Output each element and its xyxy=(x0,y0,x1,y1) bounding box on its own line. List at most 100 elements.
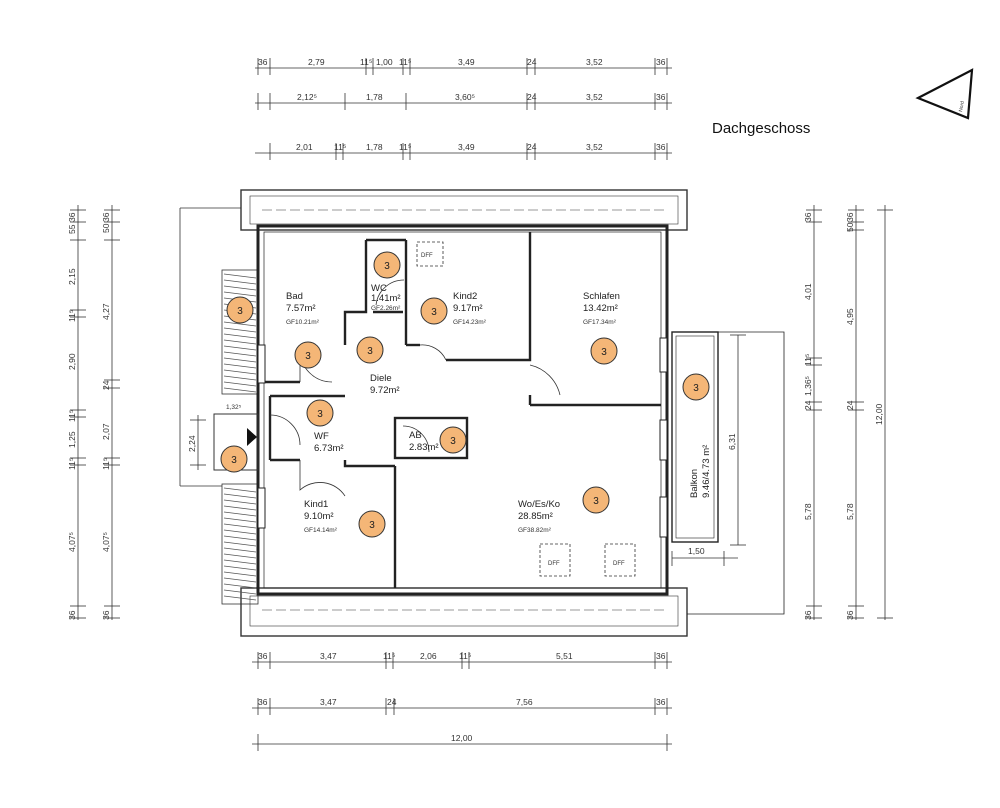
stair-tread xyxy=(223,565,257,571)
outer-walls xyxy=(256,224,669,596)
svg-text:2,90: 2,90 xyxy=(67,353,77,370)
svg-text:11⁵: 11⁵ xyxy=(67,310,77,322)
stair-tread xyxy=(223,505,257,511)
stair-tread xyxy=(223,529,257,535)
svg-text:3: 3 xyxy=(431,307,437,318)
marker-diele: 3 xyxy=(356,336,384,364)
stair-tread xyxy=(223,333,257,339)
svg-text:5,78: 5,78 xyxy=(803,503,813,520)
svg-text:36: 36 xyxy=(67,610,77,620)
svg-text:36: 36 xyxy=(258,57,268,67)
svg-text:11⁵: 11⁵ xyxy=(334,142,346,152)
svg-text:1,78: 1,78 xyxy=(366,142,383,152)
room-schlafen-area: 13.42m² xyxy=(583,303,618,314)
svg-text:3: 3 xyxy=(593,496,599,507)
svg-text:11⁵: 11⁵ xyxy=(101,458,111,470)
svg-text:36: 36 xyxy=(258,697,268,707)
svg-text:3,49: 3,49 xyxy=(458,142,475,152)
room-wc-name: WC xyxy=(371,283,387,294)
dimension-labels-left: 36 55 2,15 11⁵ 2,90 11⁵ 1,25 11⁵ 4,07⁵ 3… xyxy=(67,212,242,620)
stair-tread xyxy=(223,345,257,351)
svg-text:24: 24 xyxy=(803,400,813,410)
svg-text:3: 3 xyxy=(693,383,699,394)
svg-text:50: 50 xyxy=(845,222,855,232)
stair-tread xyxy=(223,577,257,583)
svg-text:11⁵: 11⁵ xyxy=(399,142,411,152)
marker-balkon: 3 xyxy=(682,373,710,401)
svg-text:3,52: 3,52 xyxy=(586,57,603,67)
marker-bad: 3 xyxy=(226,296,254,324)
skylights xyxy=(416,241,636,577)
svg-text:2,06: 2,06 xyxy=(420,651,437,661)
marker-ab: 3 xyxy=(439,426,467,454)
svg-text:4,95: 4,95 xyxy=(845,308,855,325)
svg-text:11⁵: 11⁵ xyxy=(803,354,813,366)
stair-tread xyxy=(223,517,257,523)
svg-text:4,07⁵: 4,07⁵ xyxy=(101,532,111,552)
room-wo-area: 28.85m² xyxy=(518,511,553,522)
svg-text:2,15: 2,15 xyxy=(67,268,77,285)
svg-text:11⁵: 11⁵ xyxy=(360,57,372,67)
balcony xyxy=(671,331,785,615)
svg-text:1,78: 1,78 xyxy=(366,92,383,102)
stair-tread xyxy=(223,511,257,517)
svg-text:11⁵: 11⁵ xyxy=(399,57,411,67)
stair-tread xyxy=(223,535,257,541)
room-bad-gf: GF10.21m² xyxy=(286,319,320,326)
svg-text:36: 36 xyxy=(101,212,111,222)
svg-text:3: 3 xyxy=(231,455,237,466)
room-bad-area: 7.57m² xyxy=(286,303,316,314)
marker-entrance: 3 xyxy=(220,445,248,473)
svg-text:36: 36 xyxy=(656,697,666,707)
svg-text:5,51: 5,51 xyxy=(556,651,573,661)
room-kind2-gf: GF14.23m² xyxy=(453,319,487,326)
svg-text:36: 36 xyxy=(845,212,855,222)
room-ab-area: 2.83m² xyxy=(409,442,439,453)
svg-text:1,00: 1,00 xyxy=(376,57,393,67)
svg-text:3: 3 xyxy=(305,351,311,362)
stair-tread xyxy=(223,387,257,393)
stair-tread xyxy=(223,339,257,345)
stair-tread xyxy=(223,327,257,333)
stair-hatching xyxy=(223,273,257,601)
svg-text:55: 55 xyxy=(67,224,77,234)
room-kind1-gf: GF14.14m² xyxy=(304,527,338,534)
svg-text:3,47: 3,47 xyxy=(320,697,337,707)
marker-wf: 3 xyxy=(306,399,334,427)
stair-tread xyxy=(223,547,257,553)
stair-tread xyxy=(223,541,257,547)
svg-text:2,07: 2,07 xyxy=(101,423,111,440)
svg-text:12,00: 12,00 xyxy=(451,733,473,743)
stair-tread xyxy=(223,375,257,381)
svg-text:3,52: 3,52 xyxy=(586,142,603,152)
room-kind1-area: 9.10m² xyxy=(304,511,334,522)
room-wf-area: 6.73m² xyxy=(314,443,344,454)
room-schlafen-gf: GF17.34m² xyxy=(583,319,617,326)
svg-text:5,78: 5,78 xyxy=(845,503,855,520)
dormer-left xyxy=(179,207,259,605)
stair-tread xyxy=(223,351,257,357)
stair-tread xyxy=(223,369,257,375)
svg-text:24: 24 xyxy=(527,142,537,152)
dff-label-2: DFF xyxy=(548,561,560,567)
room-bad-name: Bad xyxy=(286,291,303,302)
marker-schlafen: 3 xyxy=(590,337,618,365)
svg-text:4,01: 4,01 xyxy=(803,283,813,300)
dimension-lines-top xyxy=(255,58,672,160)
marker-wc: 3 xyxy=(373,251,401,279)
dff-label-1: DFF xyxy=(421,253,433,259)
stair-tread xyxy=(223,285,257,291)
dimension-labels-right: 36 4,01 11⁵ 1,36⁵ 24 5,78 36 36 50 4,95 … xyxy=(688,212,884,620)
svg-text:24: 24 xyxy=(387,697,397,707)
stair-tread xyxy=(223,363,257,369)
room-diele-area: 9.72m² xyxy=(370,385,400,396)
room-markers: 3 3 3 3 3 3 3 3 3 3 3 3 xyxy=(220,251,710,538)
svg-text:3: 3 xyxy=(450,436,456,447)
svg-text:1,25: 1,25 xyxy=(67,431,77,448)
svg-text:24: 24 xyxy=(845,400,855,410)
stair-tread xyxy=(223,487,257,493)
svg-text:2,12⁵: 2,12⁵ xyxy=(297,92,317,102)
plan-title: Dachgeschoss xyxy=(712,120,810,137)
svg-text:3: 3 xyxy=(237,306,243,317)
